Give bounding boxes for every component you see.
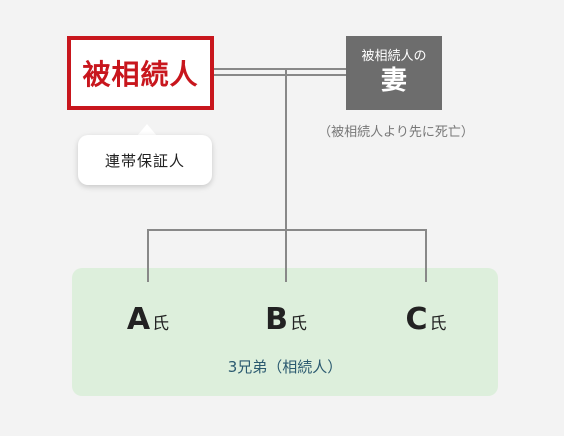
child-b-line xyxy=(285,229,287,282)
children-horizontal-line xyxy=(147,229,427,231)
joint-guarantor-bubble: 連帯保証人 xyxy=(78,135,212,185)
decedent-box: 被相続人 xyxy=(67,36,214,110)
wife-label-top: 被相続人の xyxy=(361,49,427,64)
heir-b-suffix: 氏 xyxy=(289,314,307,334)
descent-line xyxy=(285,70,287,230)
marriage-line-upper xyxy=(214,68,346,70)
wife-note: （被相続人より先に死亡） xyxy=(318,125,474,140)
heir-c-letter: C xyxy=(405,302,428,337)
heir-a-suffix: 氏 xyxy=(152,314,170,334)
decedent-label: 被相続人 xyxy=(82,58,199,91)
wife-label-main: 妻 xyxy=(380,66,407,96)
child-a-line xyxy=(147,229,149,282)
heir-c-suffix: 氏 xyxy=(429,314,447,334)
heirs-group-background xyxy=(72,268,498,396)
heirs-caption: 3兄弟（相続人） xyxy=(227,358,343,376)
guarantor-bubble-tail xyxy=(137,124,157,136)
child-c-line xyxy=(425,229,427,282)
marriage-line-lower xyxy=(214,74,346,76)
joint-guarantor-label: 連帯保証人 xyxy=(104,151,185,170)
heir-a-letter: A xyxy=(126,302,151,337)
heir-b-letter: B xyxy=(265,302,288,337)
wife-box: 被相続人の 妻 xyxy=(346,36,442,110)
